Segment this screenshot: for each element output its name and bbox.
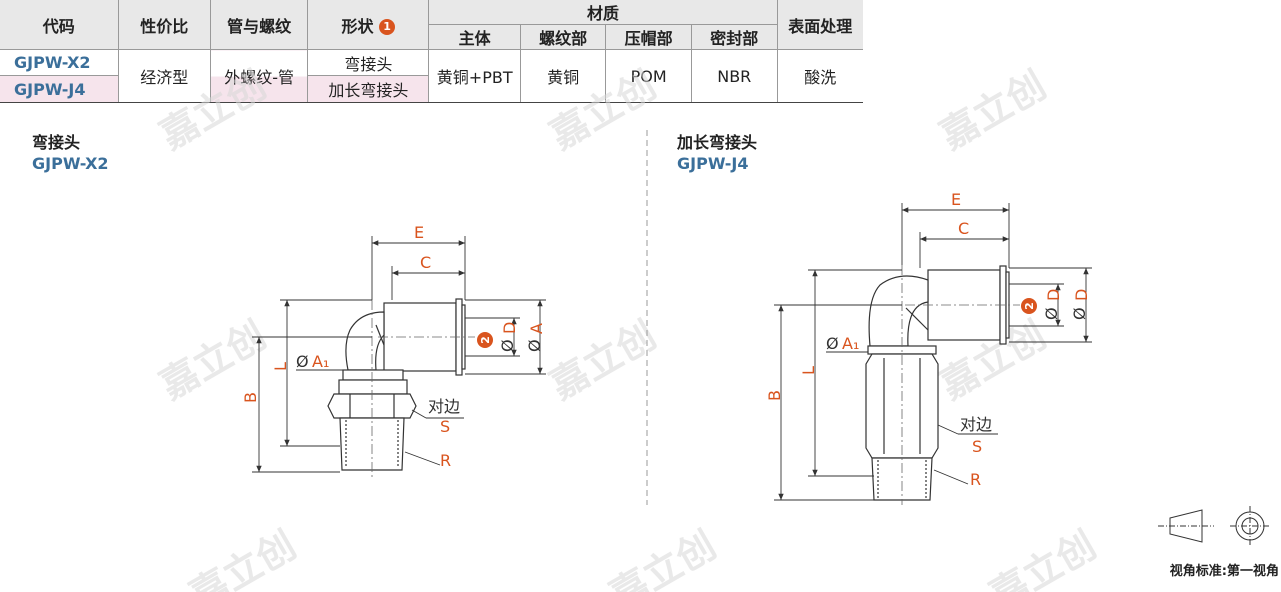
header-code: 代码 (0, 0, 119, 50)
left-dimensions (252, 236, 546, 473)
watermark-text: 嘉立创 (603, 523, 724, 592)
flats-label: 对边 (960, 415, 992, 434)
projection-label: 视角标准:第一视角 (1170, 563, 1279, 579)
header-shape: 形状 1 (307, 0, 429, 50)
header-thread: 管与螺纹 (209, 0, 308, 50)
watermark-text: 嘉立创 (543, 313, 664, 408)
dim-d-label: D (1072, 289, 1091, 301)
right-note-2: 2 (1021, 298, 1037, 314)
dim-l-label: L (271, 362, 290, 371)
dim-b-label: B (765, 390, 784, 401)
left-figure-code: GJPW-X2 (32, 154, 109, 173)
dim-c-label: C (420, 253, 431, 272)
cell-thread: 外螺纹-管 (209, 49, 308, 103)
dim-l-label: L (799, 366, 818, 375)
right-figure-caption: 加长弯接头 GJPW-J4 (677, 132, 757, 174)
dim-b-label: B (241, 392, 260, 403)
watermark-text: 嘉立创 (183, 523, 304, 592)
header-material-body: 主体 (428, 24, 521, 50)
phi-symbol: Ø (1042, 307, 1061, 320)
dim-a-label: A (527, 323, 546, 334)
left-phi-symbols: Ø Ø Ø 对边 (296, 339, 544, 416)
dim-e-label: E (951, 190, 961, 209)
table-row-code: GJPW-J4 (0, 75, 119, 103)
dim-d-label: D (500, 322, 519, 334)
phi-symbol: Ø (1070, 307, 1089, 320)
note-2-badge: 2 (1023, 302, 1036, 310)
left-note-2: 2 (477, 332, 493, 348)
header-material-thread: 螺纹部 (519, 24, 606, 50)
cell-material-thread: 黄铜 (519, 49, 606, 103)
note-2-badge: 2 (479, 336, 492, 344)
watermark-text: 嘉立创 (933, 63, 1054, 158)
right-figure-code: GJPW-J4 (677, 154, 749, 173)
phi-symbol: Ø (826, 334, 839, 353)
watermark-text: 嘉立创 (983, 523, 1104, 592)
header-surface: 表面处理 (776, 0, 863, 50)
dim-s-label: S (972, 437, 982, 456)
header-material: 材质 (428, 0, 778, 25)
left-elbow-drawing (327, 298, 466, 471)
table-row-shape: 弯接头 (307, 49, 429, 76)
cell-surface: 酸洗 (776, 49, 863, 103)
left-dimension-labels: E C L B A₁ S R D A (241, 223, 546, 470)
table-row-code: GJPW-X2 (0, 49, 119, 76)
flats-label: 对边 (428, 397, 460, 416)
watermark-text: 嘉立创 (153, 63, 274, 158)
dim-a1-label: A₁ (842, 334, 859, 353)
cell-price: 经济型 (117, 49, 211, 103)
projection-symbol (1158, 506, 1270, 546)
dim-r-label: R (440, 451, 451, 470)
left-centerlines (371, 300, 475, 480)
phi-symbol: Ø (296, 352, 309, 371)
header-price: 性价比 (117, 0, 211, 50)
cell-material-cap: POM (605, 49, 692, 103)
phi-symbol: Ø (525, 339, 544, 352)
right-figure-title: 加长弯接头 (677, 133, 758, 152)
cell-material-seal: NBR (690, 49, 778, 103)
note-1-badge: 1 (379, 19, 396, 35)
right-phi-symbols: Ø Ø Ø 对边 (826, 307, 1089, 434)
left-figure-title: 弯接头 (32, 133, 81, 152)
table-row-shape: 加长弯接头 (307, 75, 429, 103)
right-dimension-labels: E C L B A₁ S R D D (765, 190, 1091, 489)
header-material-seal: 密封部 (690, 24, 778, 50)
dim-e-label: E (414, 223, 424, 242)
left-figure-caption: 弯接头 GJPW-X2 (32, 132, 109, 174)
cell-material-body: 黄铜+PBT (428, 49, 521, 103)
dim-r-label: R (970, 470, 981, 489)
dim-d-label: D (1044, 289, 1063, 301)
watermark-text: 嘉立创 (543, 63, 664, 158)
phi-symbol: Ø (498, 339, 517, 352)
right-dimensions (774, 203, 1092, 501)
dim-c-label: C (958, 219, 969, 238)
dim-s-label: S (440, 417, 450, 436)
spec-table: 代码 性价比 管与螺纹 形状 1 材质 表面处理 主体 螺纹部 压帽部 密封部 … (0, 0, 863, 103)
dim-a1-label: A₁ (312, 352, 329, 371)
header-material-cap: 压帽部 (605, 24, 692, 50)
